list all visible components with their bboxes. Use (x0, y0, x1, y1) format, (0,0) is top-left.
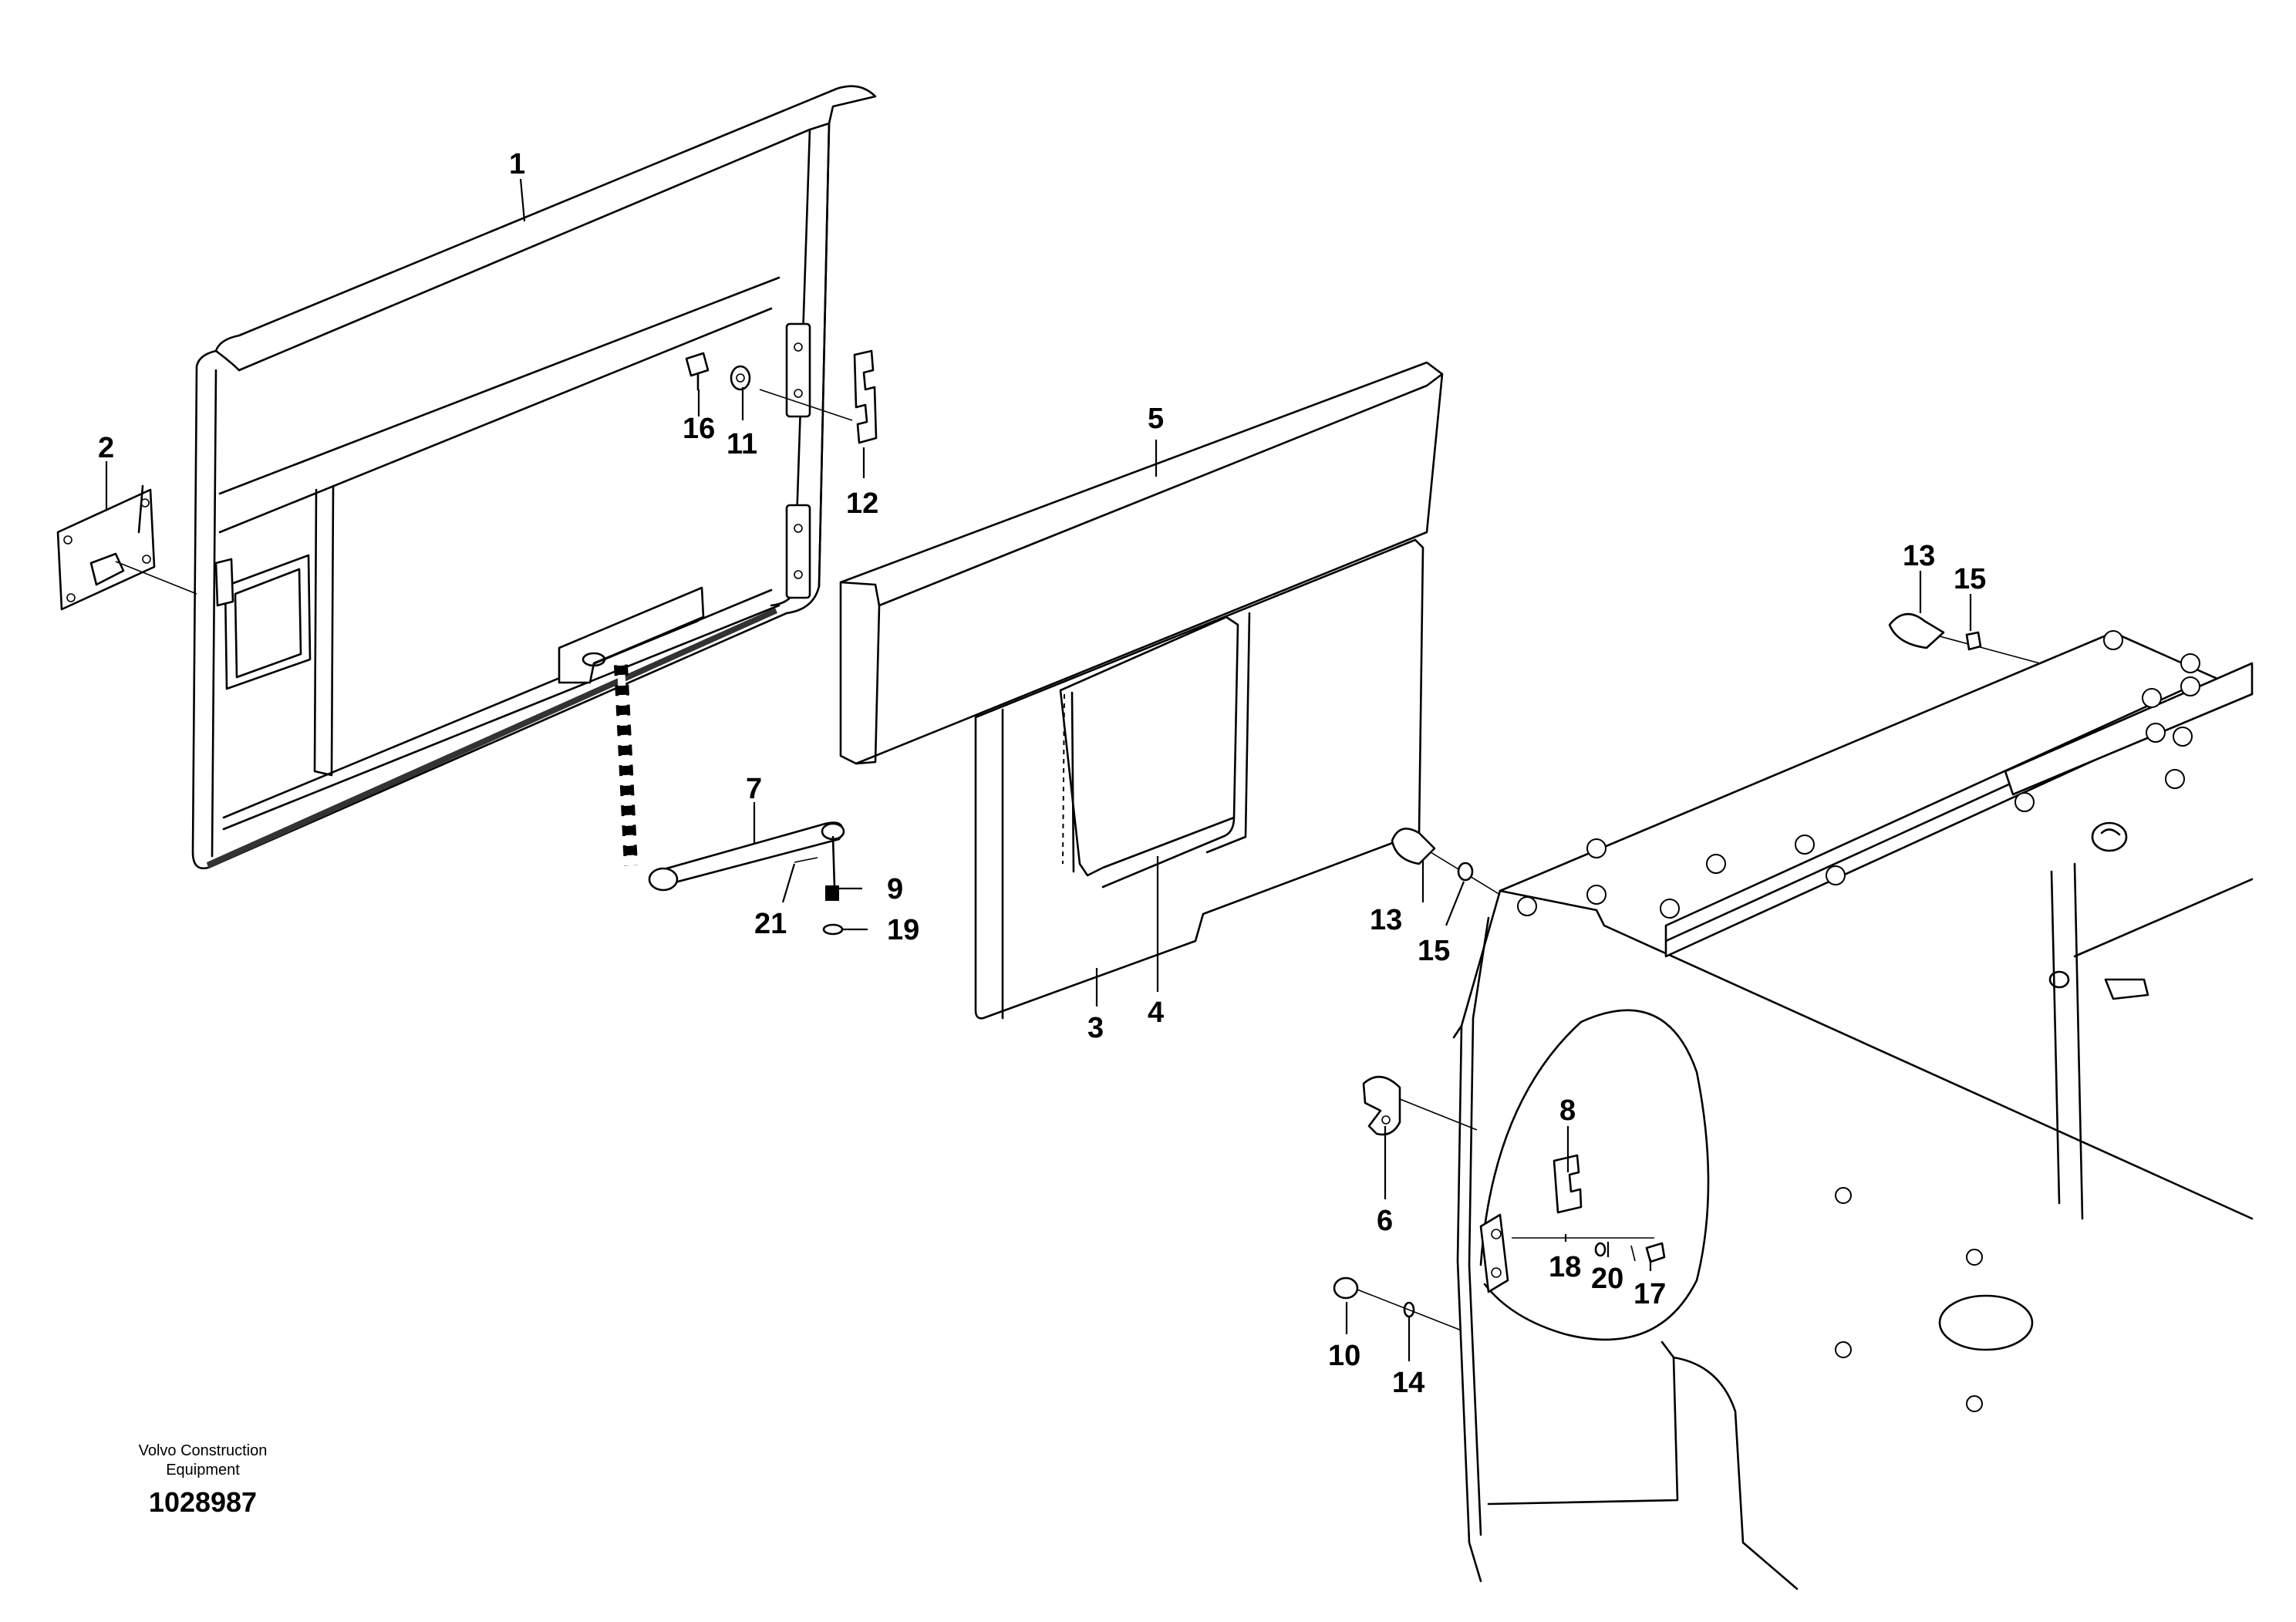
callout-19: 19 (887, 914, 919, 946)
callout-6: 6 (1377, 1205, 1393, 1237)
callout-16: 16 (683, 413, 715, 445)
latch-hardware (1333, 1075, 1666, 1331)
callout-10: 10 (1328, 1340, 1360, 1372)
callout-3: 3 (1087, 1012, 1104, 1044)
footer: Volvo Construction Equipment 1028987 (139, 1442, 268, 1518)
callout-14: 14 (1392, 1367, 1424, 1399)
callout-13-top: 13 (1903, 540, 1935, 572)
callout-20: 20 (1591, 1263, 1623, 1295)
door-panel (191, 85, 877, 870)
callout-15-top: 15 (1954, 563, 1986, 595)
callout-5: 5 (1148, 403, 1164, 435)
callout-1: 1 (509, 148, 525, 180)
callout-labels: 1 2 3 4 5 6 7 8 9 10 11 12 13 13 14 15 1… (98, 148, 1986, 1399)
callout-9: 9 (887, 873, 903, 905)
company-name-line1: Volvo Construction (139, 1442, 268, 1459)
support-rod (614, 664, 845, 936)
callout-18: 18 (1549, 1251, 1581, 1283)
callout-21: 21 (754, 908, 787, 940)
leader-lines (105, 178, 1972, 1361)
mount-knobs (1391, 612, 2041, 895)
callout-2: 2 (98, 432, 114, 464)
callout-13-mid: 13 (1370, 904, 1402, 936)
callout-12: 12 (846, 487, 878, 520)
rear-frame (1452, 630, 2254, 1590)
callout-7: 7 (746, 773, 762, 805)
lock-plate (56, 484, 197, 611)
hinge-fasteners (685, 349, 878, 444)
callout-11: 11 (727, 428, 757, 460)
callout-8: 8 (1559, 1094, 1576, 1127)
insulation-set (839, 361, 1444, 1020)
company-name-line2: Equipment (166, 1462, 240, 1479)
callout-4: 4 (1148, 996, 1164, 1029)
callout-15-mid: 15 (1418, 935, 1450, 967)
drawing-number: 1028987 (149, 1486, 257, 1518)
callout-17: 17 (1633, 1278, 1666, 1310)
